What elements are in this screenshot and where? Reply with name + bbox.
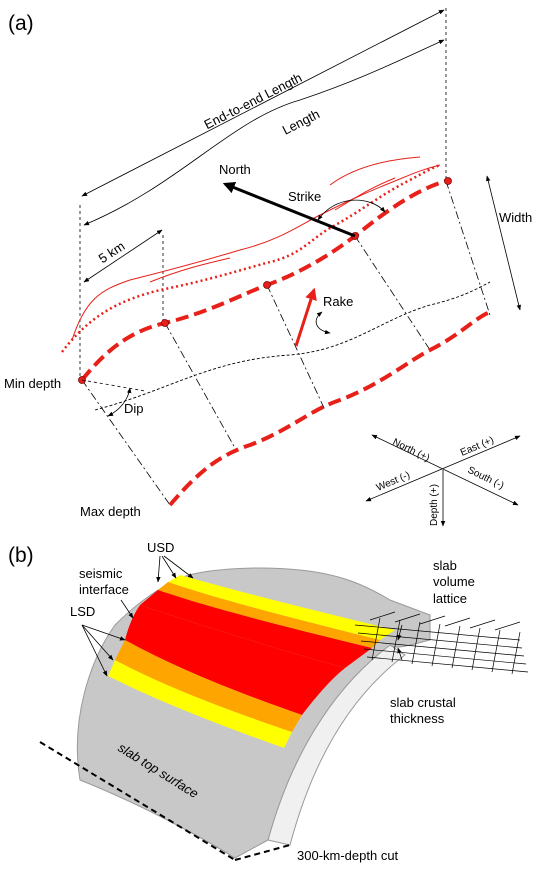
reference-lines — [79, 8, 447, 380]
max-depth-label: Max depth — [80, 504, 141, 519]
compass-rose: North (+) East (+) West (-) South (-) De… — [365, 434, 521, 527]
length-label: Length — [280, 106, 322, 137]
fault-trace-dotted — [61, 163, 441, 353]
five-km-dimension: 5 km — [83, 229, 163, 283]
compass-north-label: North (+) — [391, 437, 432, 464]
compass-east-label: East (+) — [459, 435, 496, 459]
compass-depth-label: Depth (+) — [429, 484, 440, 526]
rake-slip-arrow: Rake — [294, 287, 353, 347]
depth-cut-label: 300-km-depth cut — [297, 848, 399, 863]
dip-label: Dip — [124, 401, 144, 416]
north-label: North — [219, 162, 251, 177]
slab-crustal-label-2: thickness — [390, 711, 445, 726]
length-dimension: Length — [83, 39, 445, 226]
min-depth-label: Min depth — [4, 376, 61, 391]
panel-a-label: (a) — [8, 12, 34, 35]
compass-west-label: West (-) — [375, 470, 412, 494]
north-arrow: North — [219, 162, 356, 238]
strike-label: Strike — [288, 189, 321, 204]
slab-volume-label-3: lattice — [433, 591, 467, 606]
depth-cut-lines — [39, 741, 291, 861]
fault-top-edge — [80, 179, 447, 382]
mid-depth-line — [94, 281, 491, 411]
panel-b-label: (b) — [8, 544, 34, 567]
rake-label: Rake — [323, 294, 353, 309]
usd-label: USD — [147, 540, 174, 555]
fault-vertices — [78, 177, 452, 384]
seismic-label: seismic — [79, 566, 123, 581]
annotation-leaders — [81, 555, 403, 677]
slab-volume-label-2: volume — [433, 574, 475, 589]
seismic-interface-bands — [108, 575, 395, 748]
width-dimension: Width — [486, 175, 532, 311]
slab-crustal-label-1: slab crustal — [390, 695, 456, 710]
compass-south-label: South (-) — [466, 465, 506, 492]
five-km-label: 5 km — [96, 238, 128, 266]
slab-volume-label-1: slab — [433, 558, 457, 573]
interface-label: interface — [79, 582, 129, 597]
width-label: Width — [499, 210, 532, 225]
surface-trace-lines — [71, 156, 441, 341]
dip-angle: Dip — [81, 379, 146, 417]
strike-angle: Strike — [288, 189, 386, 221]
end-to-end-length-dimension: End-to-end Length — [81, 9, 445, 197]
lsd-label: LSD — [70, 604, 95, 619]
fault-bottom-edge — [168, 310, 491, 507]
slab-volume-lattice — [354, 611, 529, 675]
fault-grid-lines — [81, 180, 491, 506]
